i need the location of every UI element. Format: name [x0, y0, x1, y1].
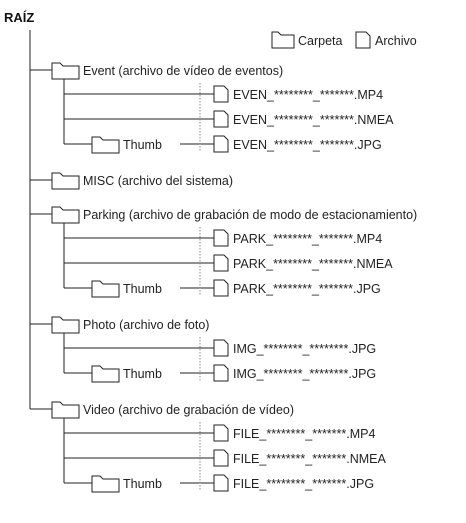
thumb-folder-icon [91, 475, 120, 493]
thumb-folder-icon [91, 136, 120, 154]
file-icon [213, 110, 229, 128]
folder-icon [51, 172, 80, 190]
file-label: IMG_********_********.JPG [233, 342, 376, 356]
folder-label: Event (archivo de vídeo de eventos) [83, 64, 283, 78]
thumb-folder-label: Thumb [123, 477, 162, 491]
file-icon [213, 254, 229, 272]
file-label: PARK_********_*******.MP4 [233, 232, 382, 246]
folder-label: MISC (archivo del sistema) [83, 174, 233, 188]
file-label: FILE_********_*******.MP4 [233, 427, 375, 441]
thumb-folder-label: Thumb [123, 282, 162, 296]
tree-rows: Event (archivo de vídeo de eventos) EVEN_… [29, 30, 417, 493]
file-icon [213, 364, 229, 382]
file-icon [213, 424, 229, 442]
thumb-file-label: IMG_********_********.JPG [233, 367, 376, 381]
folder-icon [51, 401, 80, 419]
file-label: FILE_********_*******.NMEA [233, 452, 387, 466]
legend-file-icon [355, 31, 371, 49]
file-icon [213, 449, 229, 467]
file-icon [213, 474, 229, 492]
folder-icon [51, 206, 80, 224]
folder-label: Video (archivo de grabación de vídeo) [83, 403, 294, 417]
file-label: EVEN_********_*******.NMEA [233, 113, 394, 127]
file-icon [213, 85, 229, 103]
thumb-file-label: EVEN_********_*******.JPG [233, 138, 382, 152]
file-icon [213, 135, 229, 153]
thumb-folder-icon [91, 280, 120, 298]
file-label: EVEN_********_*******.MP4 [233, 88, 383, 102]
legend-folder-label: Carpeta [298, 34, 343, 48]
file-icon [213, 229, 229, 247]
folder-icon [51, 316, 80, 334]
file-icon [213, 339, 229, 357]
file-icon [213, 279, 229, 297]
file-label: PARK_********_*******.NMEA [233, 257, 393, 271]
legend: Carpeta Archivo [271, 31, 417, 49]
thumb-file-label: FILE_********_*******.JPG [233, 477, 374, 491]
thumb-folder-icon [91, 365, 120, 383]
legend-folder-icon [271, 31, 295, 49]
folder-label: Parking (archivo de grabación de modo de… [83, 208, 417, 222]
legend-file-label: Archivo [375, 34, 417, 48]
thumb-folder-label: Thumb [123, 367, 162, 381]
thumb-file-label: PARK_********_*******.JPG [233, 282, 381, 296]
folder-icon [51, 62, 80, 80]
root-label: RAÍZ [4, 10, 34, 25]
thumb-folder-label: Thumb [123, 138, 162, 152]
folder-label: Photo (archivo de foto) [83, 318, 209, 332]
